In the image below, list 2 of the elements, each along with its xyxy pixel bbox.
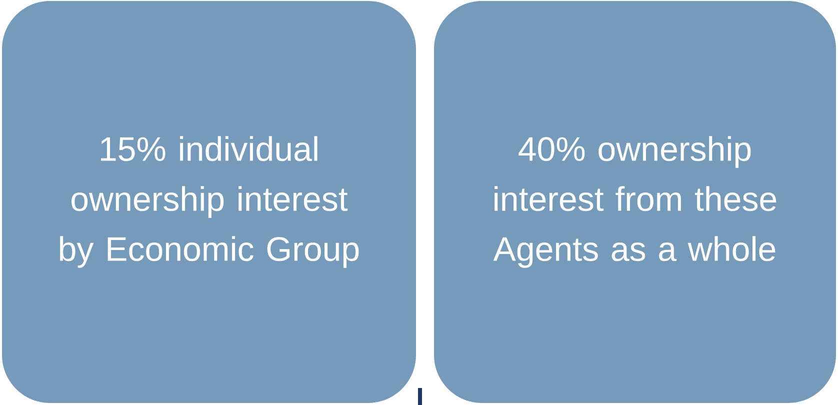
rounded-box: 40% ownership interest from these Agents as a whole bbox=[434, 1, 836, 403]
rounded-box: 15% individual ownership interest by Economic Group bbox=[2, 1, 416, 403]
